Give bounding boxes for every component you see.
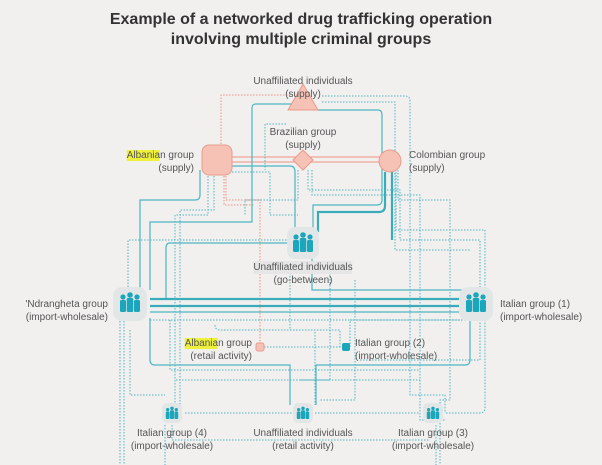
italian-2-square[interactable] — [342, 343, 350, 351]
ndrangheta-people-icon[interactable] — [113, 287, 147, 321]
italian-2-label: Italian group (2)(import-wholesale) — [355, 338, 438, 362]
italian-4-label: Italian group (4)(import-wholesale) — [130, 428, 214, 452]
brazilian-supply-diamond[interactable] — [292, 149, 314, 171]
colombian-supply-label: Colombian group(supply) — [409, 150, 486, 174]
albanian-retail-label: Albanian group(retail activity) — [184, 338, 252, 362]
unaffiliated-supply-label: Unaffiliated individuals(supply) — [253, 76, 353, 100]
italian-3-people-icon[interactable] — [423, 403, 443, 423]
italian-1-label: Italian group (1)(import-wholesale) — [500, 299, 583, 323]
albanian-retail-square[interactable] — [255, 342, 265, 352]
go-between-label: Unaffiliated individuals(go-between) — [253, 261, 353, 286]
ndrangheta-label: 'Ndrangheta group(import-wholesale) — [25, 299, 108, 323]
albanian-supply-label: Albanian group(supply) — [126, 150, 194, 174]
go-between-people-icon[interactable] — [287, 227, 319, 259]
unaffiliated-retail-label: Unaffiliated individuals(retail activity… — [253, 428, 353, 452]
italian-3-label: Italian group (3)(import-wholesale) — [391, 428, 475, 452]
unaffiliated-supply-triangle[interactable] — [287, 82, 319, 111]
brazilian-supply-label: Brazilian group(supply) — [269, 127, 337, 151]
page-title: Example of a networked drug trafficking … — [109, 11, 493, 48]
unaffiliated-retail-people-icon[interactable] — [293, 403, 313, 423]
italian-4-people-icon[interactable] — [162, 403, 182, 423]
italian-1-people-icon[interactable] — [459, 287, 493, 321]
colombian-supply-circle[interactable] — [378, 149, 402, 173]
albanian-supply-square[interactable] — [201, 144, 233, 176]
